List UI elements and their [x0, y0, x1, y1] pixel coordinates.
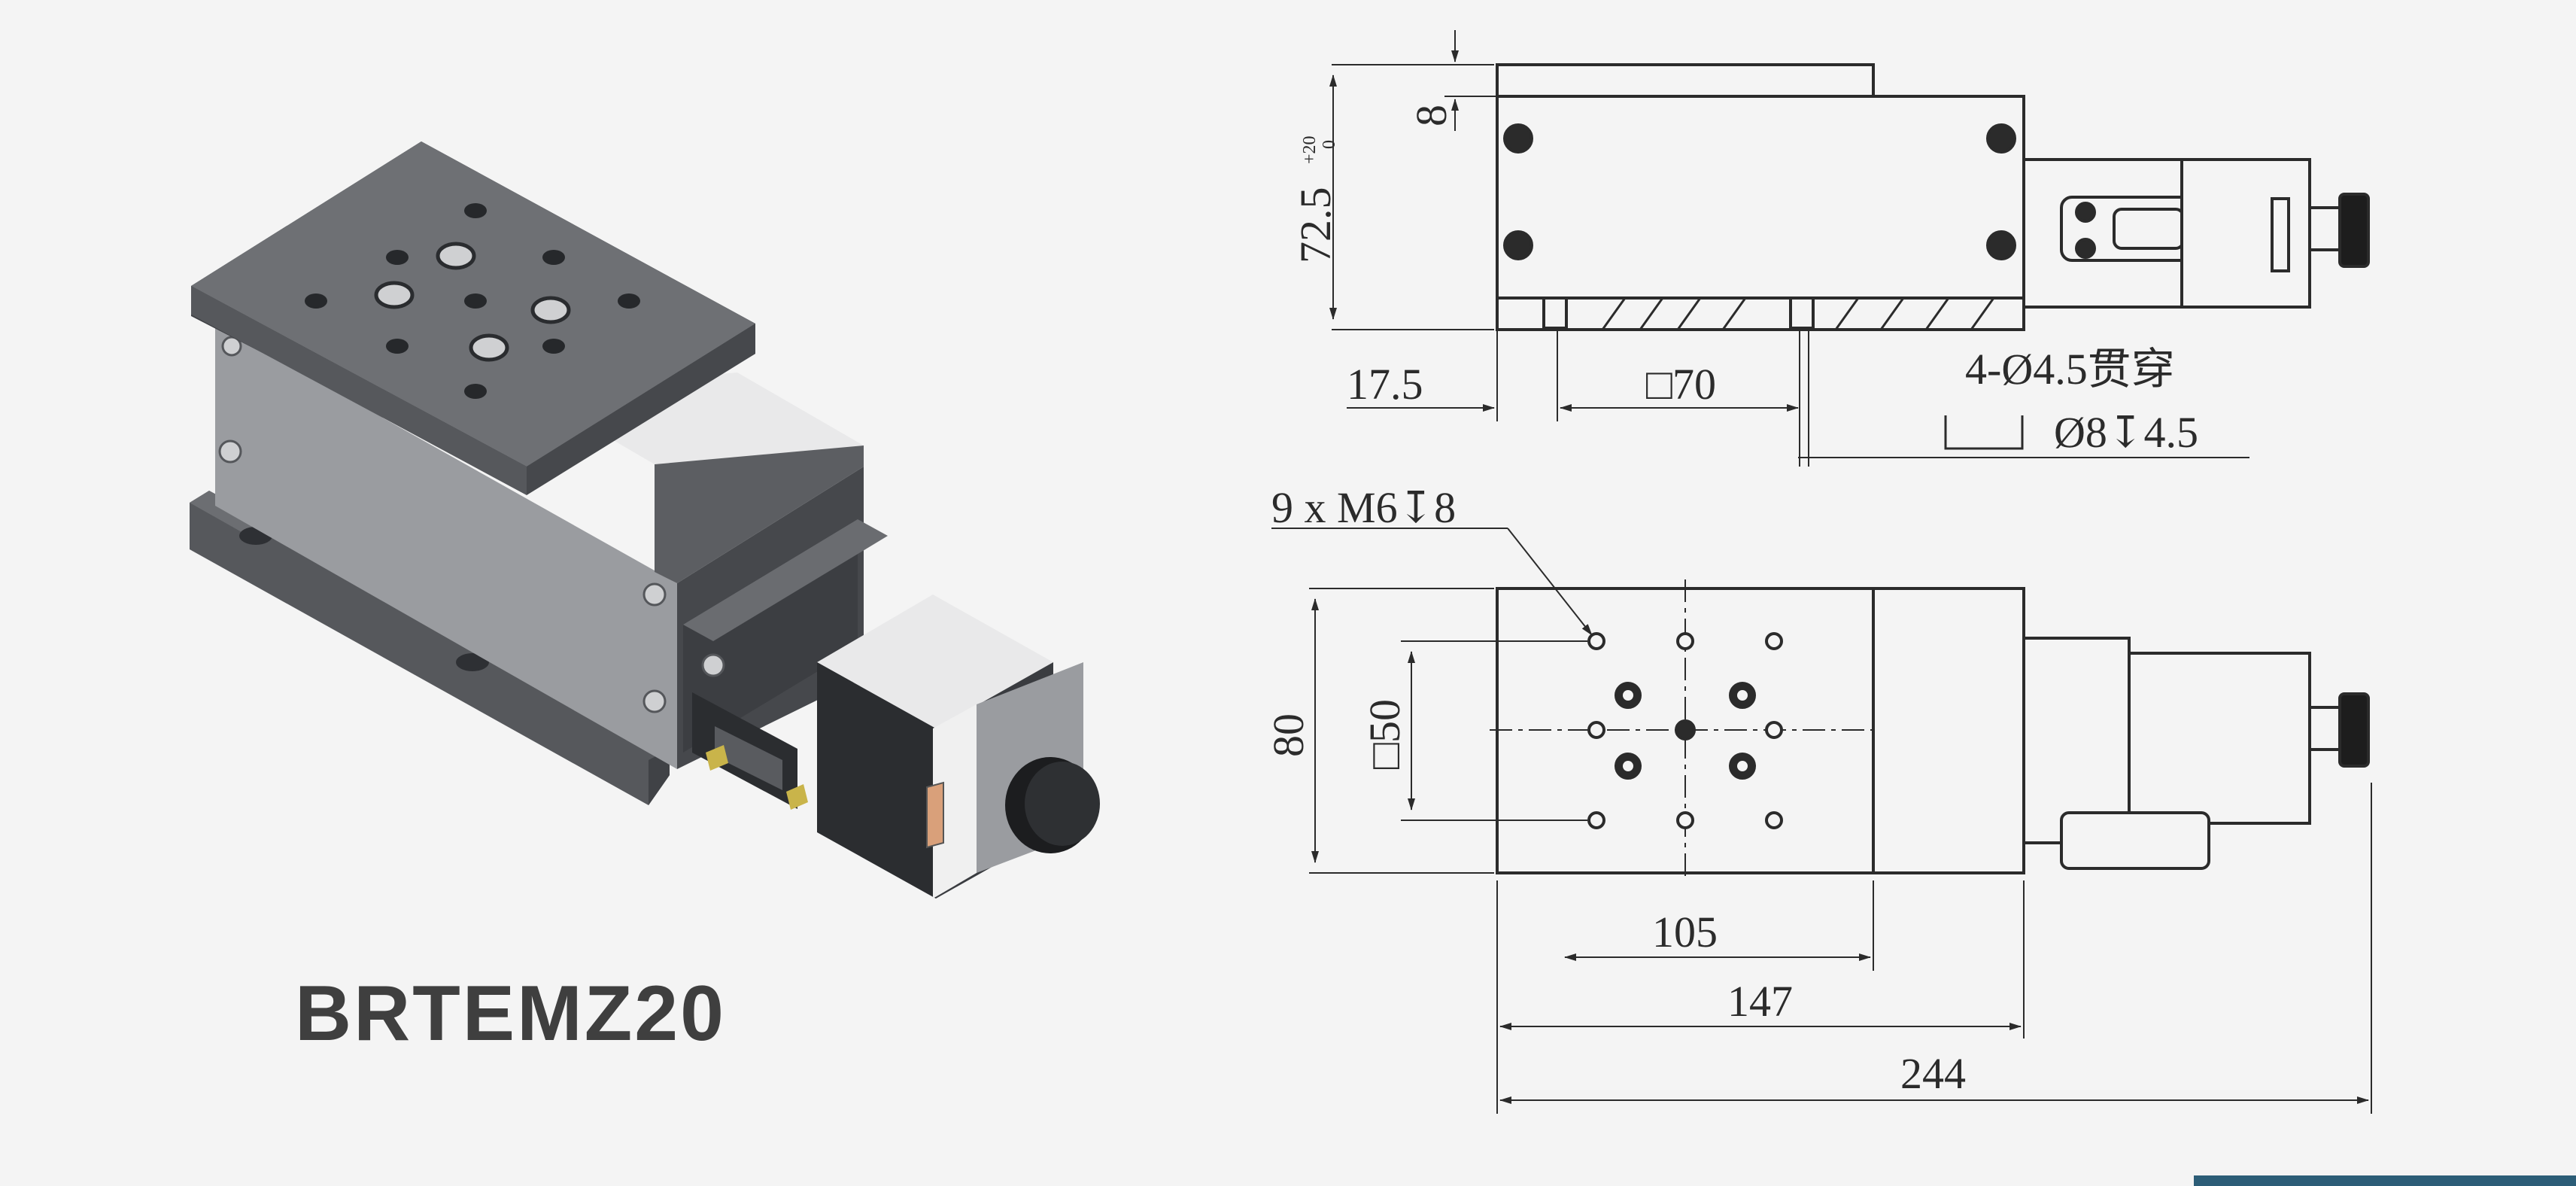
- top-hole-center: [1675, 719, 1696, 740]
- top-hole: [1676, 811, 1694, 829]
- plate-hole: [386, 339, 409, 354]
- top-db9-plug: [2060, 811, 2210, 870]
- top-view-drawing: [1271, 528, 2372, 1114]
- top-knob: [2338, 692, 2370, 768]
- top-hole: [1765, 811, 1783, 829]
- stepper-motor: [817, 595, 1083, 899]
- top-hole: [1765, 632, 1783, 650]
- width-80-label: 80: [1264, 713, 1313, 757]
- db9-connector: [692, 692, 808, 810]
- side-knob-shaft: [2308, 206, 2341, 251]
- plate-thickness-label: 8: [1407, 105, 1456, 126]
- top-hole: [1765, 721, 1783, 739]
- thread-note-label: 9 x M6↧8: [1271, 483, 1456, 532]
- square-70-label: □70: [1646, 360, 1716, 409]
- body-end-top: [655, 446, 864, 583]
- stage-3d-render: [190, 141, 1100, 899]
- side-motor: [2180, 158, 2311, 309]
- length-105-label: 105: [1652, 908, 1718, 956]
- motor-knob-icon: [1005, 757, 1100, 853]
- plate-hole: [386, 250, 409, 265]
- model-name: BRTEMZ20: [295, 970, 726, 1057]
- side-screw: [1789, 296, 1815, 330]
- counterbore-label: Ø8↧4.5: [2054, 408, 2198, 457]
- body-side: [215, 324, 677, 769]
- top-motor: [2128, 652, 2311, 825]
- side-motor-slot: [2271, 197, 2290, 272]
- plate-counterbores: [374, 242, 571, 362]
- side-screw: [1542, 296, 1568, 330]
- side-view-labels: 72.5 +20 0 8 17.5 □70 4-Ø4.5贯穿 Ø8↧4.5: [1291, 105, 2198, 457]
- side-view-drawing: [1329, 30, 2370, 467]
- offset-17-5-label: 17.5: [1347, 360, 1423, 409]
- connector-housing: [683, 519, 888, 753]
- plate-hole: [305, 293, 327, 309]
- top-hole: [1676, 632, 1694, 650]
- accent-bar: [2194, 1175, 2576, 1186]
- body-screw: [642, 689, 667, 713]
- top-hole: [1587, 811, 1605, 829]
- body-screw: [221, 336, 242, 357]
- height-tolerance-lower: 0: [1320, 140, 1339, 149]
- side-connector-screw: [2075, 238, 2096, 259]
- height-tolerance-upper: +20: [1300, 135, 1320, 164]
- top-view-labels: 9 x M6↧8 80 □50 105 147 244: [1264, 483, 1966, 1098]
- side-body: [1496, 95, 2025, 300]
- top-hole: [1587, 632, 1605, 650]
- square-50-label: □50: [1360, 699, 1409, 769]
- side-body-screw: [1986, 230, 2016, 260]
- side-knob: [2338, 193, 2370, 268]
- body-screw: [642, 582, 667, 607]
- plate-hole-pattern: [305, 203, 640, 399]
- side-body-screw: [1503, 123, 1533, 154]
- top-knob-shaft: [2308, 706, 2341, 751]
- side-body-screw: [1503, 230, 1533, 260]
- top-connector-block: [2022, 637, 2131, 844]
- length-147-label: 147: [1727, 977, 1793, 1026]
- height-72-5-label: 72.5: [1291, 187, 1340, 264]
- side-db9-plug: [2113, 208, 2185, 250]
- plate-hole: [464, 384, 487, 399]
- plate-hole: [618, 293, 640, 309]
- plate-hole: [542, 250, 565, 265]
- counterbore-symbol: [1944, 415, 2024, 450]
- side-body-screw: [1986, 123, 2016, 154]
- plate-hole: [542, 339, 565, 354]
- plate-hole: [464, 293, 487, 309]
- plate-hole: [464, 203, 487, 218]
- side-top-plate: [1496, 63, 1875, 98]
- side-connector-screw: [2075, 202, 2096, 223]
- body-screw: [218, 439, 242, 464]
- side-hatch: [1601, 297, 1995, 330]
- length-244-label: 244: [1900, 1049, 1966, 1098]
- top-hole: [1587, 721, 1605, 739]
- through-hole-label: 4-Ø4.5贯穿: [1965, 345, 2175, 394]
